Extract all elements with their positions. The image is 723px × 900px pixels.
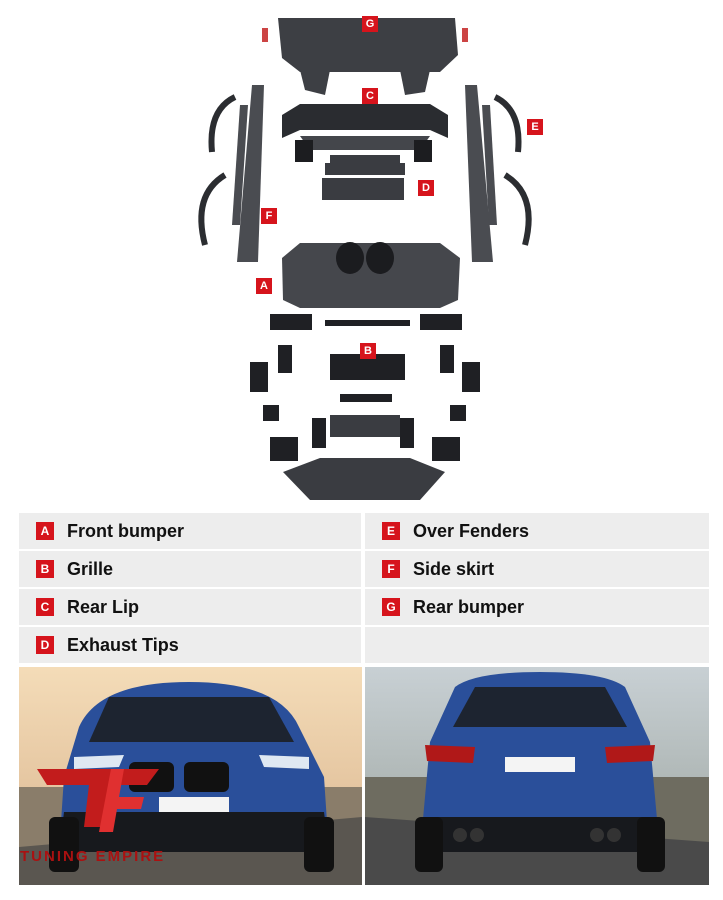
legend-item: G Rear bumper <box>365 589 709 625</box>
side-skirt-right-part <box>465 85 497 262</box>
legend-letter: C <box>36 598 54 616</box>
legend-letter: A <box>36 522 54 540</box>
legend-letter: B <box>36 560 54 578</box>
front-bumper-part <box>282 242 460 308</box>
badge-e: E <box>527 119 543 135</box>
tuning-empire-logo <box>37 769 159 832</box>
legend-label: Front bumper <box>67 520 184 541</box>
legend-label: Over Fenders <box>413 520 530 541</box>
badge-c: C <box>362 88 378 104</box>
legend-item: A Front bumper <box>19 513 361 549</box>
badge-d: D <box>418 180 434 196</box>
badge-g: G <box>362 16 378 32</box>
body-kit-parts-diagram <box>198 18 532 500</box>
legend-item: E Over Fenders <box>365 513 709 549</box>
legend-letter: D <box>36 636 54 654</box>
over-fenders-part <box>198 94 532 246</box>
parts-legend: A Front bumper E Over Fenders B Grille F… <box>19 513 709 665</box>
legend-item: F Side skirt <box>365 551 709 587</box>
legend-item: B Grille <box>19 551 361 587</box>
legend-item: C Rear Lip <box>19 589 361 625</box>
legend-empty-cell <box>365 627 709 663</box>
legend-label: Side skirt <box>413 558 495 579</box>
exhaust-tips-part <box>322 155 405 200</box>
rear-lip-part <box>282 104 448 162</box>
legend-label: Rear Lip <box>67 596 140 617</box>
legend-label: Grille <box>67 558 114 579</box>
undertray-part <box>283 458 445 500</box>
legend-label: Exhaust Tips <box>67 634 179 655</box>
legend-letter: E <box>382 522 400 540</box>
legend-item: D Exhaust Tips <box>19 627 361 663</box>
badge-f: F <box>261 208 277 224</box>
legend-letter: G <box>382 598 400 616</box>
legend-letter: F <box>382 560 400 578</box>
logo-text: TUNING EMPIRE <box>20 848 166 865</box>
car-photos <box>19 667 709 885</box>
badge-a: A <box>256 278 272 294</box>
legend-label: Rear bumper <box>413 596 525 617</box>
badge-b: B <box>360 343 376 359</box>
rear-bumper-part <box>262 18 468 95</box>
front-view-photo <box>19 667 362 885</box>
rear-view-photo <box>365 667 709 885</box>
grille-part <box>250 314 480 461</box>
side-skirt-left-part <box>232 85 264 262</box>
